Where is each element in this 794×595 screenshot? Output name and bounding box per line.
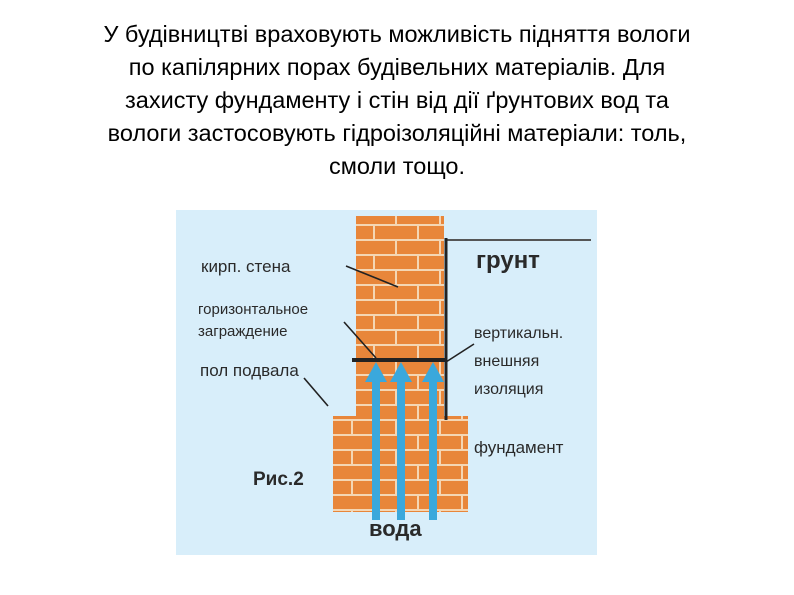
label-foundation: фундамент	[474, 438, 564, 457]
water-arrow-1	[365, 362, 387, 520]
waterproofing-figure: кирп. стена горизонтальное заграждение п…	[176, 210, 597, 555]
label-vertical-3: изоляция	[474, 381, 543, 398]
label-basement-floor: пол подвала	[200, 361, 299, 380]
label-figure-number: Рис.2	[253, 469, 304, 490]
pointer-wall	[345, 265, 399, 288]
label-water: вода	[369, 516, 422, 541]
water-arrow-2	[390, 362, 412, 520]
heading-line-3: захисту фундаменту і стін від дії ґрунто…	[124, 87, 670, 113]
pointer-vertical	[445, 343, 475, 363]
label-horizontal-barrier-2: заграждение	[198, 323, 288, 340]
pointer-floor	[303, 377, 329, 407]
water-arrow-3	[422, 362, 444, 520]
heading-line-4: вологи застосовують гідроізоляційні мате…	[107, 120, 687, 146]
brick-wall	[356, 216, 444, 358]
label-vertical-2: внешняя	[474, 353, 539, 370]
heading-line-1: У будівництві враховують можливість підн…	[103, 21, 691, 47]
horizontal-barrier	[352, 358, 447, 362]
label-horizontal-barrier-1: горизонтальное	[198, 301, 308, 318]
label-vertical-1: вертикальн.	[474, 325, 563, 342]
heading-line-5: смоли тощо.	[328, 153, 466, 179]
waterproofing-diagram: кирп. стена горизонтальное заграждение п…	[176, 210, 597, 555]
label-ground: грунт	[476, 247, 540, 274]
water-arrows	[365, 362, 444, 520]
slide-heading: У будівництві враховують можливість підн…	[20, 18, 774, 183]
pointer-barrier	[343, 321, 377, 359]
label-brick-wall: кирп. стена	[201, 257, 291, 276]
heading-line-2: по капілярних порах будівельних матеріал…	[128, 54, 666, 80]
